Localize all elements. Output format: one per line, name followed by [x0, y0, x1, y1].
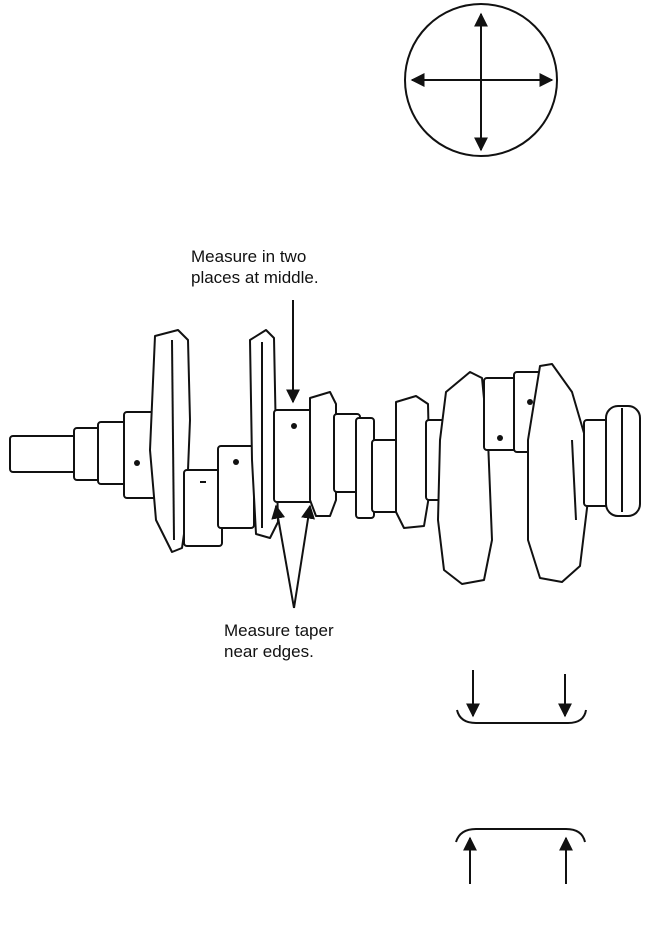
callout-middle-line-2: places at middle. [191, 268, 319, 287]
lower-bearing-profile [455, 828, 586, 843]
callout-taper-line-2: near edges. [224, 642, 314, 661]
callout-middle-line-1: Measure in two [191, 247, 307, 266]
rear-counterweight-1 [437, 371, 493, 585]
callout-measure-taper: Measure taper near edges. [224, 620, 334, 662]
callout-measure-middle: Measure in two places at middle. [191, 246, 319, 288]
web-4 [395, 395, 431, 529]
upper-bearing-profile [456, 709, 587, 724]
web-3 [309, 391, 337, 517]
taper-detail-upper [456, 670, 587, 724]
journal-circle [404, 3, 558, 157]
crankshaft [9, 329, 641, 585]
web-2 [217, 445, 255, 529]
crank-snout [9, 435, 81, 473]
leader-lines [271, 300, 315, 609]
taper-leader-arrow-right [293, 504, 315, 609]
callout-taper-line-1: Measure taper [224, 621, 334, 640]
crank-snout-collar [73, 427, 101, 481]
taper-detail-lower [455, 828, 586, 884]
front-main-journal [97, 421, 127, 485]
taper-leader-arrow-left [271, 504, 295, 609]
rear-counterweight-2 [527, 363, 589, 583]
journal-cross-section [404, 3, 558, 157]
